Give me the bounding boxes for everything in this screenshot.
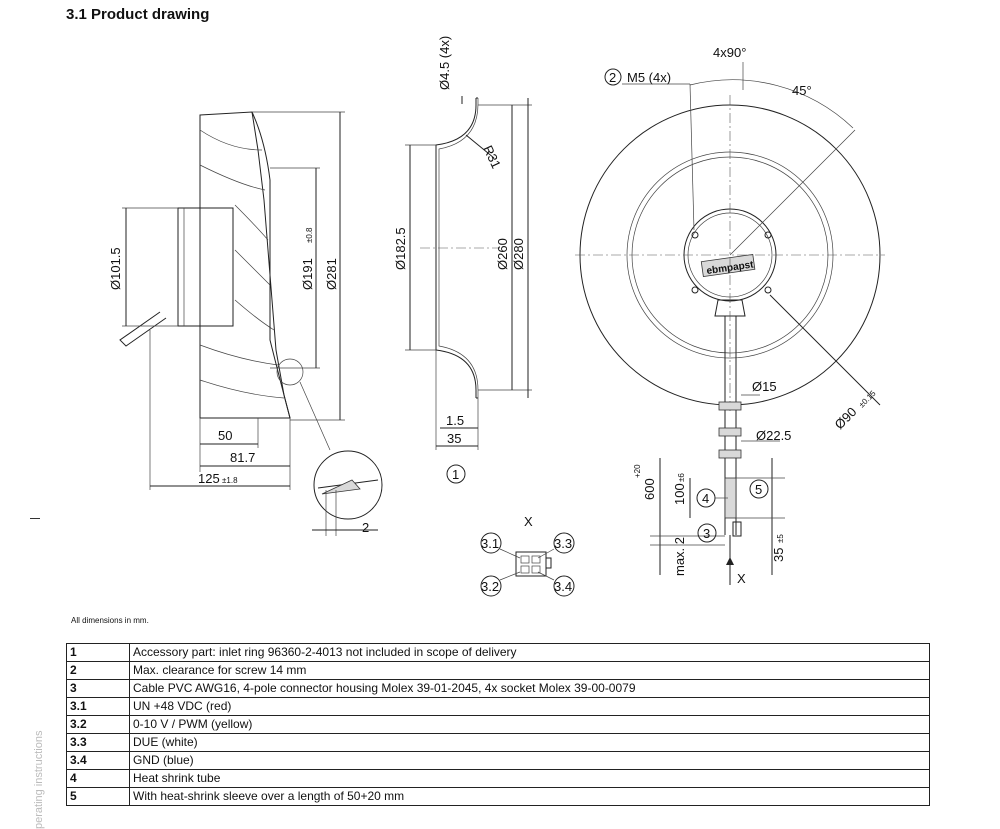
legend-key: 3 [66,679,130,698]
front-view: ebmpapst 4x90° 45° 2 M5 (4x) Ø90 ±0.15 [575,45,885,586]
dim-ang-4x90: 4x90° [713,45,746,60]
legend-text: Accessory part: inlet ring 96360-2-4013 … [129,643,930,662]
callout-3-label: 3 [703,526,710,541]
callout-5-label: 5 [755,482,762,497]
dim-d191: Ø191 [300,258,315,290]
callout-4-label: 4 [702,491,709,506]
callout-1-label: 1 [452,467,459,482]
legend-key: 5 [66,787,130,806]
margin-mark [30,518,40,519]
dim-d90-tol: ±0.15 [857,389,878,410]
dim-d45: Ø4.5 (4x) [437,36,452,90]
legend-key: 2 [66,661,130,680]
callout-3-4 [553,575,575,597]
callout-3-1-label: 3.1 [481,536,499,551]
callout-3-1 [480,532,502,554]
legend-text: With heat-shrink sleeve over a length of… [129,787,930,806]
legend-text: Cable PVC AWG16, 4-pole connector housin… [129,679,930,698]
dim-d260: Ø260 [495,238,510,270]
dim-d90: Ø90 [832,404,860,432]
dim-d1825: Ø182.5 [393,227,408,270]
side-label: perating instructions [33,730,45,829]
dimensions-note: All dimensions in mm. [71,616,149,625]
legend-key: 4 [66,769,130,788]
dim-d191-tol: ±0.8 [305,227,314,243]
connector-housing [515,551,547,577]
legend-text: Heat shrink tube [129,769,930,788]
legend-text: Max. clearance for screw 14 mm [129,661,930,680]
dim-l35: 35 [771,548,786,562]
detail-marker [276,358,304,386]
legend-text: DUE (white) [129,733,930,752]
dim-r31: R31 [480,143,504,171]
dim-d15: Ø15 [752,379,777,394]
detail-view [313,450,383,520]
callout-2 [604,68,622,86]
legend-key: 3.1 [66,697,130,716]
legend-text: GND (blue) [129,751,930,770]
dim-l35-tol: ±5 [776,534,785,543]
dim-m5: M5 (4x) [627,70,671,85]
connector-view: X 3.1 3.3 3.2 3.4 [480,514,575,597]
dim-ang-45: 45° [792,83,812,98]
legend-key: 3.4 [66,751,130,770]
legend-key: 3.2 [66,715,130,734]
dim-l600-tol: +20 [633,464,642,478]
dim-l100-tol: ±6 [677,473,686,482]
product-drawing: Ø101.5 Ø191 ±0.8 Ø281 50 81.7 125 ±1.8 2 [108,36,885,597]
section-heading: 3.1 Product drawing [66,6,210,23]
dim-l100: 100 [672,483,687,505]
brand-plate [700,253,756,277]
dim-max2: max. 2 [672,537,687,576]
inlet-ring-view: Ø4.5 (4x) R31 Ø182.5 Ø260 Ø280 1.5 35 1 [393,36,532,484]
impeller-housing [199,111,291,419]
dim-w15: 1.5 [446,413,464,428]
dim-d101: Ø101.5 [108,247,123,290]
motor-hub [177,207,234,327]
callout-3-2 [480,575,502,597]
dim-d225: Ø22.5 [756,428,791,443]
side-view: Ø101.5 Ø191 ±0.8 Ø281 50 81.7 125 ±1.8 2 [108,111,383,536]
callout-5 [749,479,769,499]
dim-w125: 125 [198,471,220,486]
view-x-arrow-label: X [737,571,746,586]
dim-w35: 35 [447,431,461,446]
legend-key: 1 [66,643,130,662]
dim-d281: Ø281 [324,258,339,290]
callout-3-4-label: 3.4 [554,579,572,594]
dim-w817: 81.7 [230,450,255,465]
view-x-label: X [524,514,533,529]
dim-w2: 2 [362,520,369,535]
callout-1 [446,464,466,484]
callout-2-label: 2 [609,70,616,85]
cable-stub [119,311,167,347]
callout-3-2-label: 3.2 [481,579,499,594]
callout-3-3-label: 3.3 [554,536,572,551]
dim-w125-tol: ±1.8 [222,476,238,485]
legend-text: 0-10 V / PWM (yellow) [129,715,930,734]
dim-d280: Ø280 [511,238,526,270]
callout-3-3 [553,532,575,554]
legend-key: 3.3 [66,733,130,752]
callout-3 [697,523,717,543]
legend-text: UN +48 VDC (red) [129,697,930,716]
dim-l600: 600 [642,478,657,500]
dim-w50: 50 [218,428,232,443]
